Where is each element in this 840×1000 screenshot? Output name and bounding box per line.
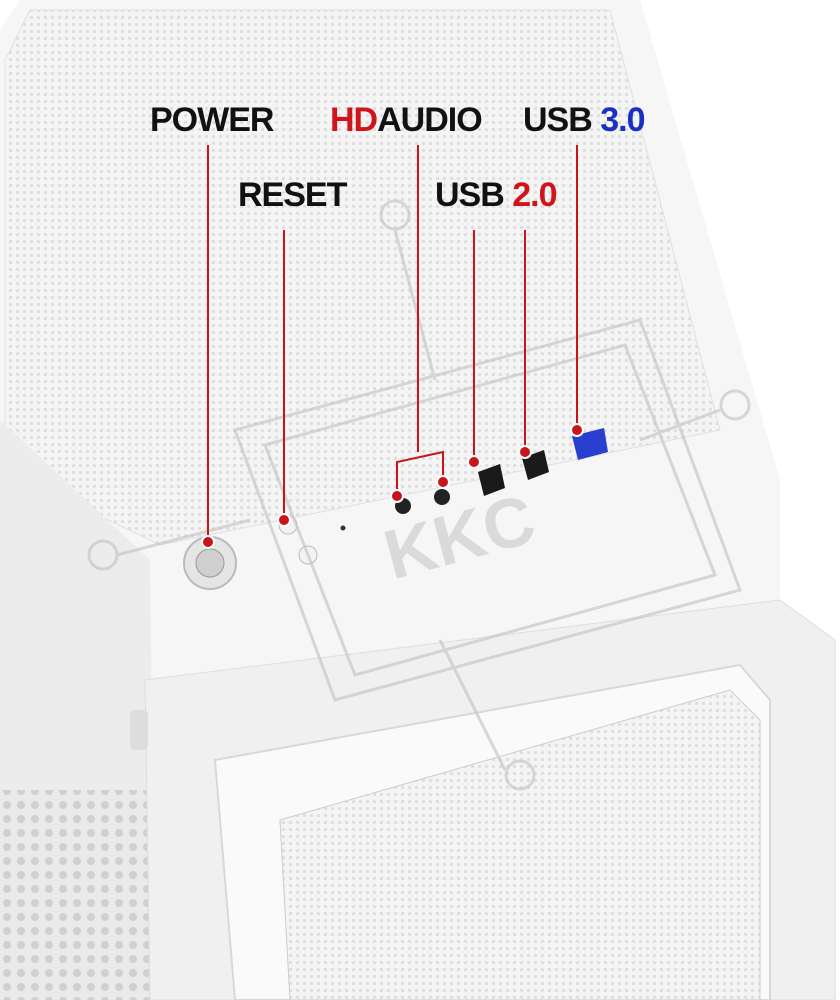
usb2-port-1 <box>478 464 505 496</box>
power-label: POWER <box>150 101 274 139</box>
reset-label: RESET <box>238 176 347 214</box>
usb3-version: 3.0 <box>600 101 645 139</box>
callout-lines <box>201 145 584 549</box>
usb3-port <box>572 428 608 460</box>
usb2-label: USB 2.0 <box>435 176 558 214</box>
hdaudio-label: HDAUDIO <box>330 101 483 139</box>
front-mesh <box>279 689 761 1000</box>
usb2-prefix: USB <box>435 176 505 214</box>
usb3-prefix: USB <box>523 101 593 139</box>
thumb-screw <box>130 710 148 750</box>
usb2-version: 2.0 <box>512 176 557 214</box>
hdd-led <box>340 525 346 531</box>
usb3-label: USB 3.0 <box>523 101 646 139</box>
hd-text: HD <box>330 101 378 139</box>
audio-text: AUDIO <box>377 101 483 139</box>
audio-jack-2 <box>434 489 450 505</box>
